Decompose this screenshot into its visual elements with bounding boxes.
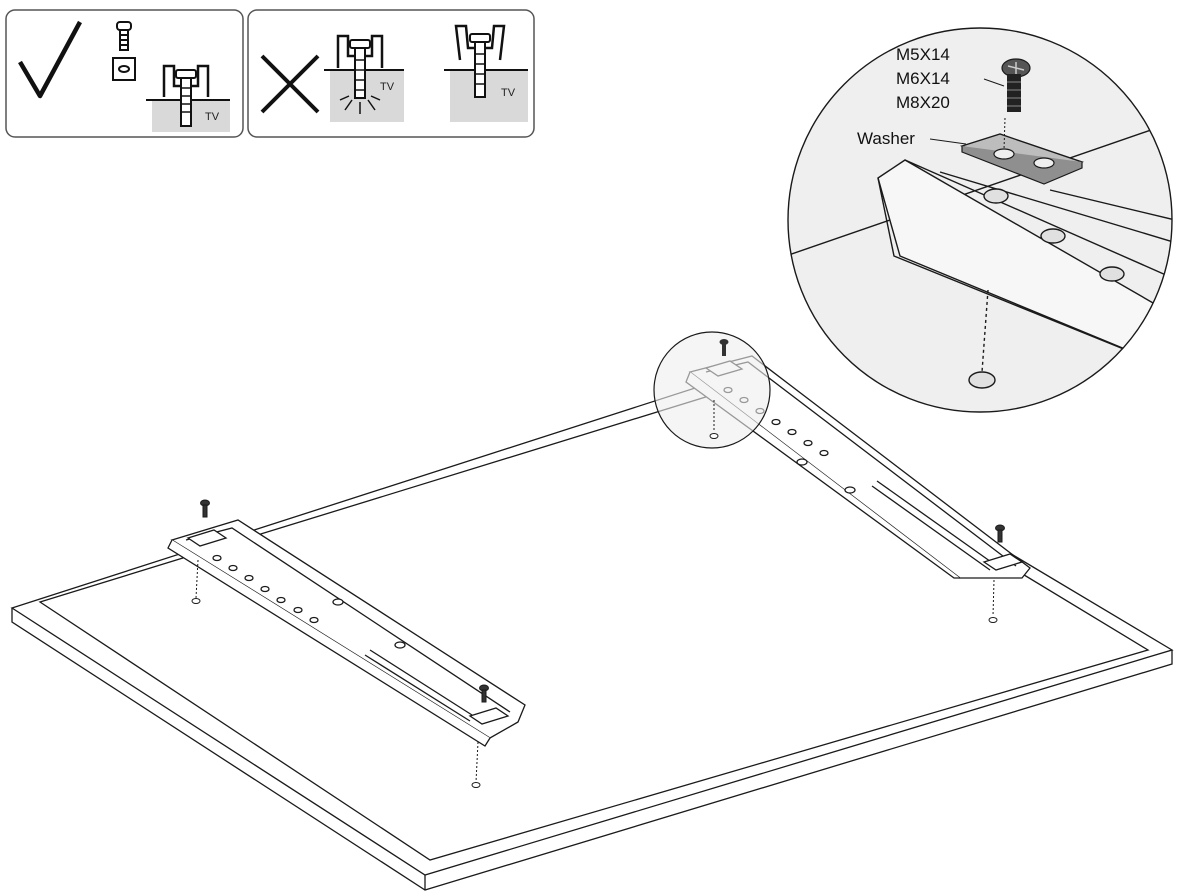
washer-icon — [186, 529, 228, 547]
screw-size-label: M5X14 — [896, 45, 950, 64]
screw-icon — [200, 499, 210, 518]
washer-icon — [982, 553, 1024, 571]
right-bracket-screws — [988, 524, 1005, 623]
bracket-mount-correct-icon: TV — [146, 64, 230, 132]
screw-icon — [479, 684, 489, 703]
washer-icon — [468, 707, 510, 725]
magnified-detail-view: M5X14 M6X14 M8X20 Washer — [787, 27, 1173, 413]
screw-size-label: M8X20 — [896, 93, 950, 112]
left-bracket-screws — [191, 499, 489, 788]
detail-callout-circle — [653, 331, 771, 449]
tv-label: TV — [501, 87, 516, 99]
check-mark-icon — [18, 20, 82, 99]
screw-with-washer-icon — [112, 21, 136, 81]
screw-icon — [1001, 58, 1031, 112]
bracket-screw-too-short-icon: TV — [444, 24, 528, 122]
screw-size-label: M6X14 — [896, 69, 950, 88]
bracket-screw-too-long-icon: TV — [324, 34, 404, 122]
tv-label: TV — [205, 111, 220, 123]
incorrect-usage-panel: TV TV — [247, 9, 535, 138]
damage-burst-icon — [339, 95, 381, 114]
tv-back-panel — [10, 379, 1174, 891]
screw-icon — [995, 524, 1005, 543]
screw-icon — [719, 339, 729, 356]
left-mounting-bracket — [167, 519, 526, 747]
correct-usage-panel: TV — [5, 9, 244, 138]
cross-mark-icon — [260, 54, 320, 114]
washer-label: Washer — [857, 129, 915, 148]
tv-label: TV — [380, 81, 395, 93]
